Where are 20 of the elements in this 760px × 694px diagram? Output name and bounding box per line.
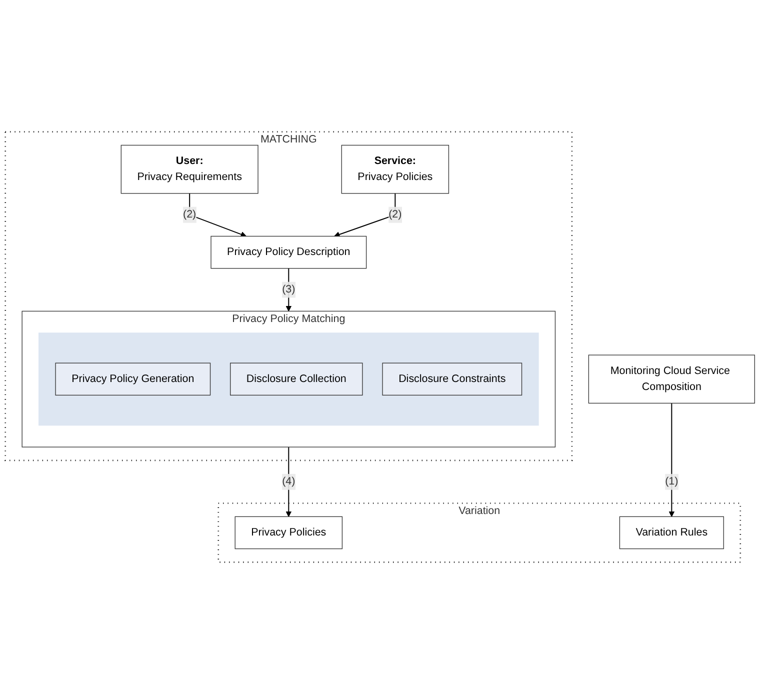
arrow — [286, 447, 292, 517]
node-box: Disclosure Constraints — [382, 362, 522, 396]
arrow — [668, 403, 675, 517]
node-box: Variation Rules — [619, 516, 724, 550]
node-box: Privacy Policies — [234, 516, 343, 550]
edge-label: (1) — [665, 476, 678, 488]
edge-label: (2) — [183, 208, 196, 220]
node-box: Monitoring Cloud Service Composition — [588, 354, 755, 404]
cluster — [38, 332, 539, 426]
node-box: Privacy Policy Generation — [55, 362, 211, 396]
edge-label: (3) — [282, 284, 296, 296]
node-box: Service: Privacy Policies — [341, 144, 450, 194]
node-box: Privacy Policy Description — [210, 236, 367, 269]
arrow — [286, 268, 292, 312]
node-box: Disclosure Collection — [230, 362, 363, 396]
edge-label: (4) — [282, 476, 296, 488]
arrow — [189, 193, 246, 238]
node-box: User: Privacy Requirements — [120, 144, 258, 194]
edge-label: (2) — [388, 208, 402, 220]
arrow — [334, 193, 396, 238]
